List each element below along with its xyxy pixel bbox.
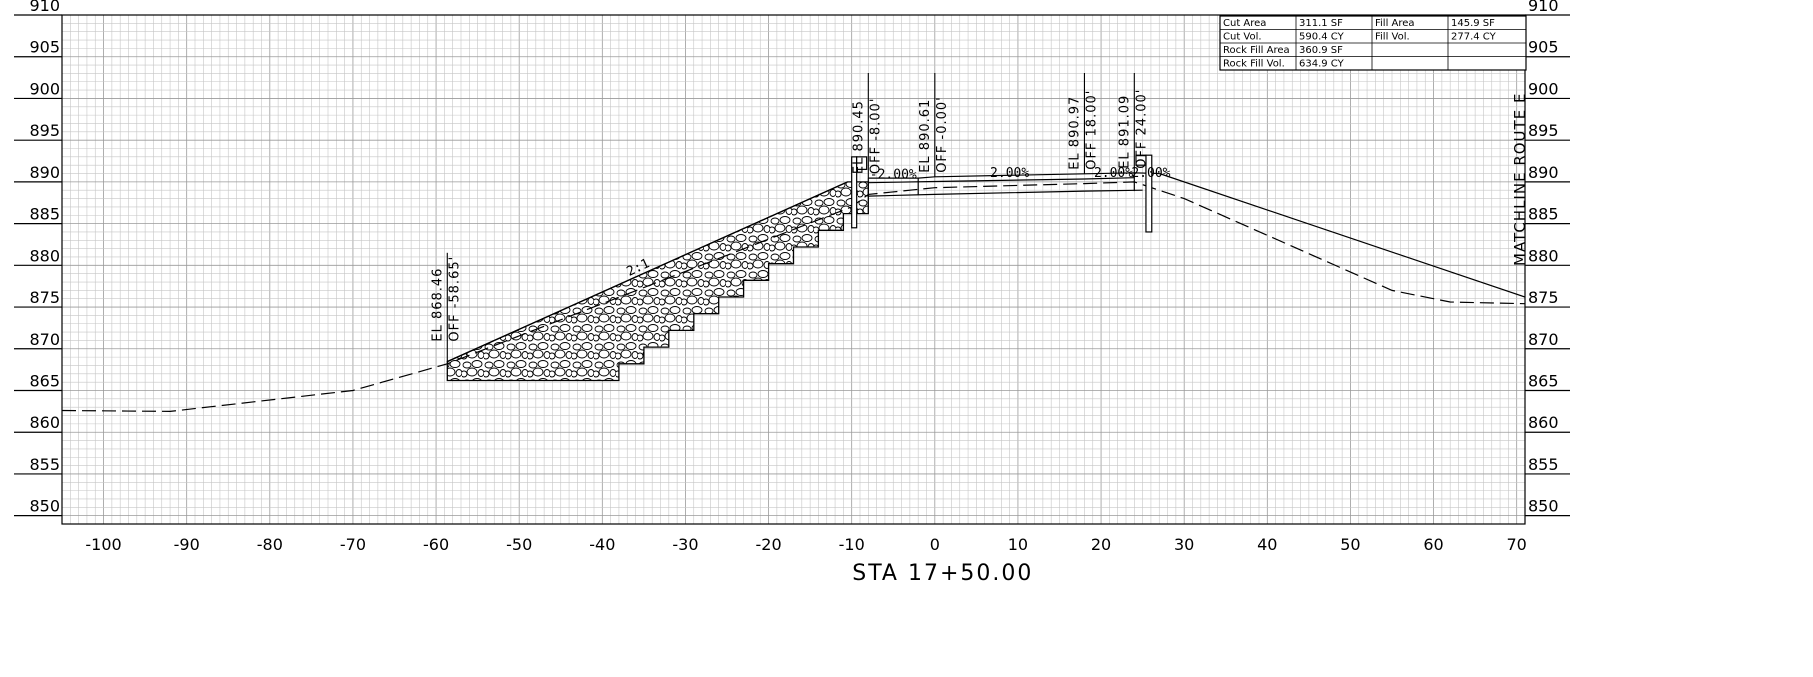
curb-post-left <box>851 156 858 229</box>
elevation-tick-label: 860 <box>1528 413 1559 432</box>
plot-frame <box>61 14 1526 525</box>
table-cell: 145.9 SF <box>1451 18 1495 29</box>
elevation-axis-left: 910 905 900 895 890 885 880 875 870 865 860 855 850 <box>14 0 62 517</box>
elevation-tick-label: 900 <box>1528 79 1559 98</box>
table-cell: Rock Fill Vol. <box>1223 59 1285 70</box>
elevation-tick-label: 895 <box>1528 121 1559 140</box>
curb-cap-left <box>856 156 868 170</box>
offset-tick-label: 40 <box>1257 535 1277 554</box>
curb-cap-right <box>1135 154 1147 166</box>
elevation-tick-label: 890 <box>1528 163 1559 182</box>
slope-labels: -2.00%2.00%2.00%2.00%2:1 <box>624 166 1170 280</box>
table-cell: 311.1 SF <box>1299 18 1343 29</box>
offset-tick-label: -50 <box>506 535 532 554</box>
elevation-tick-label: 885 <box>1528 205 1559 224</box>
offset-tick-label: -80 <box>257 535 283 554</box>
offset-tick-label: 30 <box>1174 535 1194 554</box>
elevation-tick-label: 905 <box>1528 38 1559 57</box>
callout-elevation: EL 868.46 <box>430 268 445 342</box>
offset-tick-label: -20 <box>755 535 781 554</box>
elevation-tick-label: 910 <box>29 0 60 15</box>
elevation-tick-label: 855 <box>1528 455 1559 474</box>
finished-grade-right-slope <box>1159 172 1526 298</box>
offset-tick-label: -60 <box>423 535 449 554</box>
table-cell: 277.4 CY <box>1451 32 1497 43</box>
curb-post-right <box>1145 154 1153 233</box>
elevation-tick-label: 860 <box>29 413 60 432</box>
callout-offset: OFF -0.00' <box>935 96 950 173</box>
elevation-tick-label: 875 <box>29 288 60 307</box>
callout-offset: OFF -58.65' <box>447 256 462 342</box>
callout-elevation: EL 890.45 <box>851 100 866 174</box>
elevation-tick-label: 880 <box>1528 246 1559 265</box>
elevation-tick-label: 890 <box>29 163 60 182</box>
offset-tick-label: 0 <box>930 535 940 554</box>
offset-tick-label: 50 <box>1340 535 1360 554</box>
table-cell: Fill Area <box>1375 18 1415 29</box>
elevation-tick-label: 910 <box>1528 0 1559 15</box>
ground-profiles <box>61 172 1526 413</box>
elevation-tick-label: 855 <box>29 455 60 474</box>
elevation-tick-label: 865 <box>29 371 60 390</box>
rock-fill-polygon <box>446 181 869 382</box>
existing-ground-line <box>61 181 1526 413</box>
offset-tick-label: -70 <box>340 535 366 554</box>
table-cell: 634.9 CY <box>1299 59 1345 70</box>
table-cell: Fill Vol. <box>1375 32 1410 43</box>
callout-elevation: EL 890.61 <box>918 99 933 173</box>
elevation-tick-label: 870 <box>29 330 60 349</box>
elevation-tick-label: 885 <box>29 205 60 224</box>
slope-label: -2.00% <box>870 168 917 183</box>
elevation-tick-label: 875 <box>1528 288 1559 307</box>
callout-offset: OFF -8.00' <box>868 98 883 175</box>
elevation-tick-label: 880 <box>29 246 60 265</box>
table-cell: Rock Fill Area <box>1223 45 1290 56</box>
elevation-tick-label: 895 <box>29 121 60 140</box>
elevation-tick-label: 850 <box>1528 497 1559 516</box>
grid <box>61 14 1526 525</box>
elevation-axis-right: 910 905 900 895 890 885 880 875 870 865 860 855 850 <box>1525 0 1570 517</box>
table-cell: Cut Vol. <box>1223 32 1262 43</box>
offset-tick-label: -100 <box>85 535 121 554</box>
callout-elevation: EL 890.97 <box>1067 96 1082 170</box>
slope-label: 2.00% <box>1094 166 1133 181</box>
pavement-section <box>851 154 1160 233</box>
elevation-tick-label: 850 <box>29 497 60 516</box>
table-cell: 590.4 CY <box>1299 32 1345 43</box>
offset-tick-label: 10 <box>1008 535 1028 554</box>
station-label: STA 17+50.00 <box>852 561 1033 586</box>
callout-offset: OFF 24.00' <box>1134 89 1149 169</box>
elevation-tick-label: 865 <box>1528 371 1559 390</box>
pavement-base <box>868 189 1143 197</box>
offset-tick-label: -30 <box>672 535 698 554</box>
elevation-tick-label: 905 <box>29 38 60 57</box>
pavement-layer <box>868 177 1135 184</box>
callout-offset: OFF 18.00' <box>1084 90 1099 170</box>
pavement-top <box>868 172 1160 179</box>
slope-label: 2.00% <box>990 166 1029 181</box>
offset-tick-label: -10 <box>839 535 865 554</box>
offset-tick-label: -90 <box>174 535 200 554</box>
quantities-table: Cut Area 311.1 SF Fill Area 145.9 SF Cut Vol… <box>1219 15 1527 71</box>
offset-tick-label: 70 <box>1507 535 1527 554</box>
fill-slope-line <box>447 181 848 363</box>
offset-tick-label: -40 <box>589 535 615 554</box>
elevation-tick-label: 870 <box>1528 330 1559 349</box>
callout-elevation: EL 891.09 <box>1117 95 1132 169</box>
elevation-tick-label: 900 <box>29 79 60 98</box>
matchline-label: MATCHLINE ROUTE E <box>1511 93 1529 266</box>
table-cell: 360.9 SF <box>1299 45 1343 56</box>
slope-label: 2.00% <box>1131 166 1170 181</box>
rock-fill-region <box>446 181 869 382</box>
table-cell: Cut Area <box>1223 18 1266 29</box>
offset-tick-label: 60 <box>1423 535 1443 554</box>
offset-tick-label: 20 <box>1091 535 1111 554</box>
